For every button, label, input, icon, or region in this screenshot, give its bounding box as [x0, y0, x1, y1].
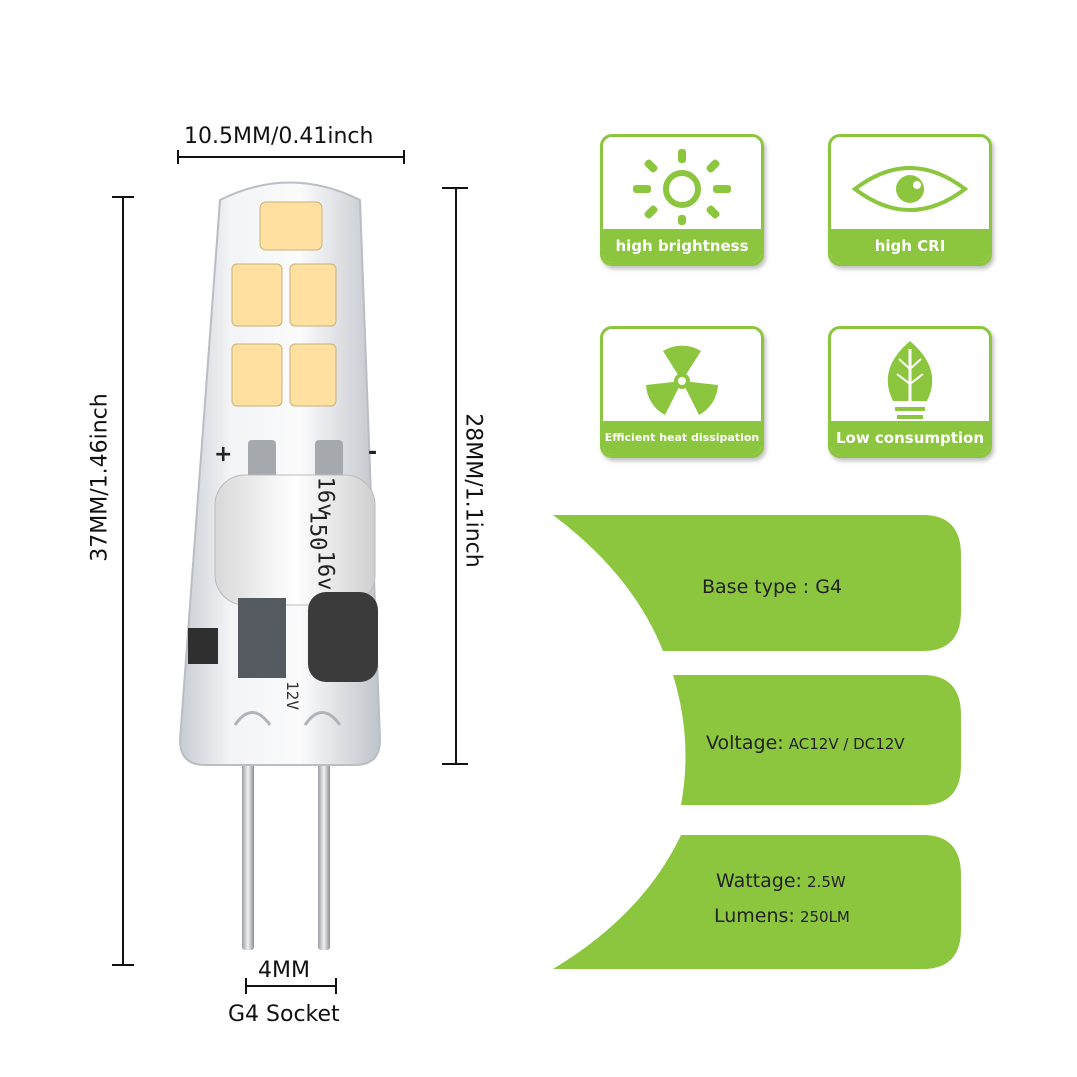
spec-wattage-value: 2.5W	[807, 873, 846, 891]
polarity-plus: +	[214, 442, 233, 467]
resistor	[238, 598, 286, 678]
spec-lumens: Lumens: 250LM	[714, 905, 850, 927]
g4-bulb-illustration	[178, 181, 382, 950]
spec-panels-shape	[553, 515, 961, 969]
capacitor-text-2: 150	[304, 510, 330, 551]
feature-high-brightness: high brightness	[600, 134, 764, 266]
height-line	[122, 196, 124, 966]
capacitor	[214, 474, 376, 606]
spec-lumens-label: Lumens:	[714, 905, 795, 927]
socket-label: G4 Socket	[228, 1002, 340, 1027]
leaf-bulb-icon	[887, 341, 933, 419]
feature-high-cri: high CRI	[828, 134, 992, 266]
spec-panel-wattage	[553, 835, 961, 969]
inductor	[308, 592, 378, 682]
feature-label: high CRI	[831, 229, 989, 263]
height-label: 37MM/1.46inch	[87, 393, 113, 562]
spec-base-type: Base type : G4	[702, 576, 843, 598]
spec-panel-base	[553, 515, 961, 651]
feature-heat-dissipation: Efficient heat dissipation	[600, 326, 764, 458]
polarity-minus: -	[368, 440, 378, 465]
spec-wattage-label: Wattage:	[716, 870, 802, 892]
sun-icon	[633, 149, 731, 225]
led-height-line	[455, 187, 457, 765]
spec-voltage: Voltage: AC12V / DC12V	[706, 732, 905, 754]
spec-lumens-value: 250LM	[799, 908, 850, 926]
spec-panel-voltage	[673, 675, 961, 805]
width-line	[177, 156, 405, 158]
led-height-label: 28MM/1.1inch	[460, 413, 486, 568]
pin-right	[318, 740, 330, 950]
feature-low-consumption: Low consumption	[828, 326, 992, 458]
spec-voltage-value: AC12V / DC12V	[788, 735, 905, 753]
eye-icon	[851, 166, 969, 212]
feature-label: Efficient heat dissipation	[603, 421, 761, 455]
feature-label: high brightness	[603, 229, 761, 263]
width-label: 10.5MM/0.41inch	[184, 124, 374, 149]
pin-label: 4MM	[258, 958, 310, 983]
board-text: 12V	[282, 681, 302, 710]
pin-left	[242, 740, 254, 950]
feature-label: Low consumption	[831, 421, 989, 455]
led-chips	[231, 201, 337, 407]
fan-icon	[646, 345, 718, 415]
capacitor-text-3: 16v	[312, 550, 338, 591]
spec-wattage: Wattage: 2.5W	[716, 870, 846, 892]
spec-voltage-label: Voltage:	[706, 732, 784, 754]
